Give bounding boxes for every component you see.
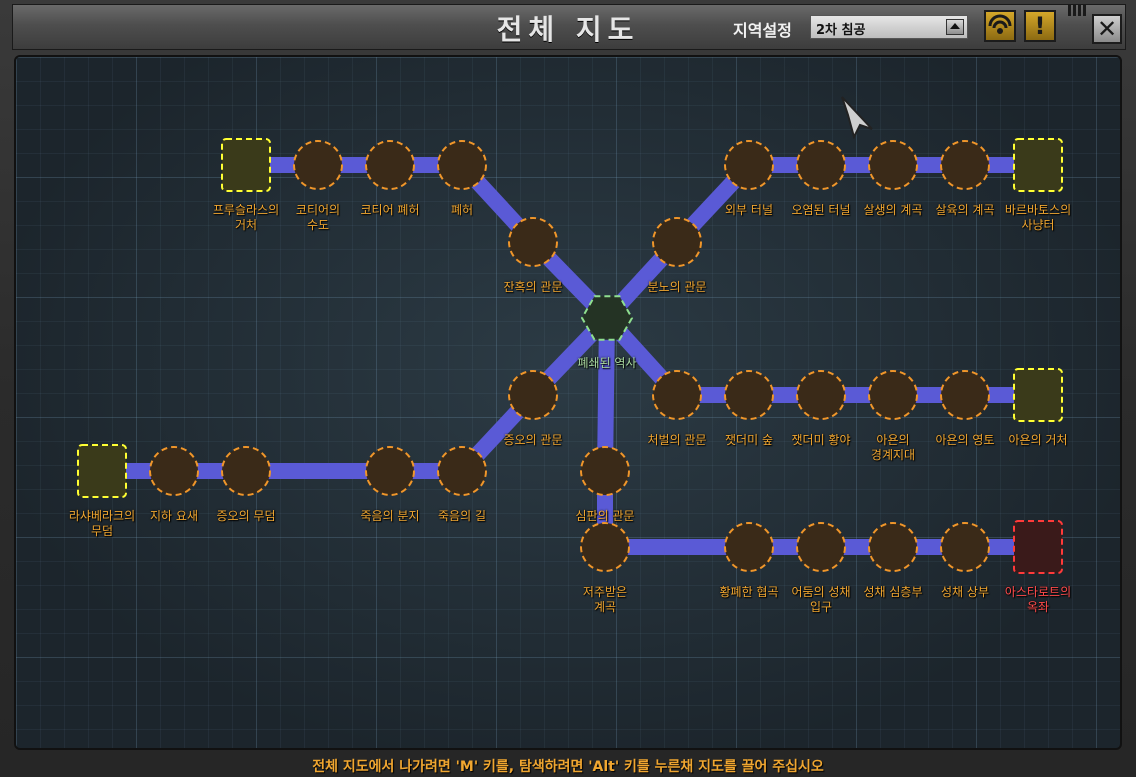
map-node-label-death_road: 죽음의 길: [438, 509, 486, 523]
map-node-dark_fort_entry[interactable]: [796, 522, 846, 572]
footer-hint: 전체 지도에서 나가려면 'M' 키를, 탐색하려면 'Alt' 키를 누른채 …: [312, 759, 824, 775]
close-button[interactable]: ✕: [1092, 14, 1122, 44]
map-node-label-desolate_gorge: 황폐한 협곡: [719, 585, 779, 599]
region-select[interactable]: 2차 침공: [810, 15, 968, 39]
map-node-label-station: 폐쇄된 역사: [577, 356, 637, 370]
map-node-label-bartos: 바르바토스의 사냥터: [1004, 203, 1072, 232]
map-node-label-kotier_ruins: 코티어 폐허: [360, 203, 420, 217]
map-graph: [77, 138, 1063, 574]
region-select-value: 2차 침공: [816, 23, 866, 38]
map-node-polluted_tunnel[interactable]: [796, 140, 846, 190]
map-node-label-underground_fort: 지하 요새: [150, 509, 198, 523]
map-node-label-punish_gate: 처벌의 관문: [647, 433, 707, 447]
map-node-astaroth[interactable]: [1013, 520, 1063, 574]
cursor-arrow-icon: [841, 96, 873, 139]
map-node-fort_upper[interactable]: [940, 522, 990, 572]
map-node-fort_deep[interactable]: [868, 522, 918, 572]
map-node-ruins[interactable]: [437, 140, 487, 190]
map-node-desolate_gorge[interactable]: [724, 522, 774, 572]
alert-button[interactable]: !: [1024, 10, 1056, 42]
map-node-label-rage_gate: 분노의 관문: [647, 280, 707, 294]
drag-grip-icon[interactable]: [1068, 4, 1088, 16]
map-node-label-cruelty_gate: 잔혹의 관문: [503, 280, 563, 294]
map-node-label-lasha_tomb: 라샤베라크의 무덤: [68, 509, 136, 538]
map-node-label-aeon_land: 아욘의 영토: [935, 433, 995, 447]
signal-icon: [988, 14, 1012, 34]
map-node-punish_gate[interactable]: [652, 370, 702, 420]
map-node-label-life_canyon: 살생의 계곡: [863, 203, 923, 217]
map-node-kotier_ruins[interactable]: [365, 140, 415, 190]
map-node-ash_forest[interactable]: [724, 370, 774, 420]
signal-button[interactable]: [984, 10, 1016, 42]
route-station-judgement_gate: [597, 317, 615, 472]
map-node-cursed_canyon[interactable]: [580, 522, 630, 572]
map-node-rage_gate[interactable]: [652, 217, 702, 267]
map-node-aeon_land[interactable]: [940, 370, 990, 420]
map-node-aeon_border[interactable]: [868, 370, 918, 420]
exclamation-icon: !: [1034, 12, 1046, 40]
map-node-label-aeon_abode: 아욘의 거처: [1008, 433, 1068, 447]
map-node-label-hatred_gate: 증오의 관문: [503, 433, 563, 447]
map-node-label-aeon_border: 아욘의 경계지대: [870, 433, 916, 462]
map-nodes: [77, 138, 1063, 574]
map-node-station[interactable]: [580, 295, 634, 341]
close-icon: ✕: [1096, 15, 1118, 43]
map-node-bartos[interactable]: [1013, 138, 1063, 192]
window-title: 전체 지도: [496, 13, 640, 46]
map-node-lasha_tomb[interactable]: [77, 444, 127, 498]
map-node-label-cursed_canyon: 저주받은 계곡: [582, 585, 628, 614]
map-node-label-death_basin: 죽음의 분지: [360, 509, 420, 523]
map-node-life_canyon[interactable]: [868, 140, 918, 190]
map-node-label-fort_upper: 성채 상부: [941, 585, 989, 599]
map-node-label-astaroth: 아스타로트의 옥좌: [1004, 585, 1072, 614]
map-node-label-ash_forest: 잿더미 숲: [725, 433, 773, 447]
map-node-label-fort_deep: 성채 심층부: [863, 585, 923, 599]
map-node-label-prosula: 프루슬라스의 거처: [212, 203, 280, 232]
map-node-label-polluted_tunnel: 오염된 터널: [791, 203, 851, 217]
map-node-label-dark_fort_entry: 어둠의 성채 입구: [791, 585, 851, 614]
map-node-label-outer_tunnel: 외부 터널: [725, 203, 773, 217]
map-node-death_road[interactable]: [437, 446, 487, 496]
region-setting-label: 지역설정: [733, 21, 792, 40]
map-node-aeon_abode[interactable]: [1013, 368, 1063, 422]
map-node-label-judgement_gate: 심판의 관문: [575, 509, 635, 523]
map-node-label-kotier_waterway: 코티어의 수도: [295, 203, 341, 232]
map-node-death_basin[interactable]: [365, 446, 415, 496]
map-node-judgement_gate[interactable]: [580, 446, 630, 496]
map-node-outer_tunnel[interactable]: [724, 140, 774, 190]
chevron-up-icon[interactable]: [946, 19, 964, 35]
map-node-label-hatred_tomb: 증오의 무덤: [216, 509, 276, 523]
map-node-cruelty_gate[interactable]: [508, 217, 558, 267]
map-node-hatred_tomb[interactable]: [221, 446, 271, 496]
map-node-slaughter_canyon[interactable]: [940, 140, 990, 190]
map-node-label-ruins: 폐허: [450, 203, 474, 217]
map-node-kotier_waterway[interactable]: [293, 140, 343, 190]
map-node-prosula[interactable]: [221, 138, 271, 192]
map-node-label-ash_waste: 잿더미 황야: [791, 433, 851, 447]
map-node-hatred_gate[interactable]: [508, 370, 558, 420]
map-node-ash_waste[interactable]: [796, 370, 846, 420]
map-node-label-slaughter_canyon: 살육의 계곡: [935, 203, 995, 217]
map-node-underground_fort[interactable]: [149, 446, 199, 496]
